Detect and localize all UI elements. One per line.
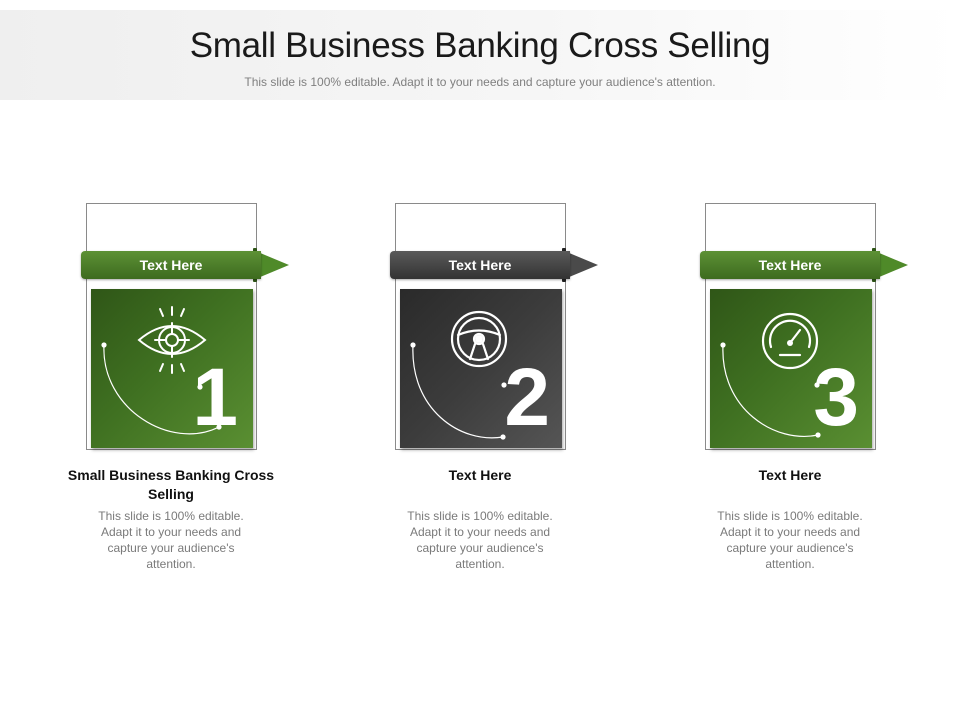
- card-title-line: Text Here: [448, 467, 512, 483]
- step-card-2: Text Here 2 Text Here This slide is 100%…: [365, 0, 598, 720]
- steering-wheel-icon: [450, 310, 508, 368]
- step-card-3: Text Here 3 Text Here This slide is 100%…: [675, 0, 908, 720]
- step-ribbon: Text Here: [390, 251, 570, 279]
- panel-decoration: [720, 342, 821, 438]
- card-title-line: Text Here: [758, 467, 822, 483]
- step-ribbon: Text Here: [700, 251, 880, 279]
- card-description: This slide is 100% editable. Adapt it to…: [98, 509, 244, 571]
- card-title: Small Business Banking Cross Selling: [67, 467, 275, 502]
- step-number: 1: [192, 352, 238, 443]
- header-band: [0, 10, 960, 100]
- slide-title: Small Business Banking Cross Selling: [189, 26, 771, 65]
- card-title: Text Here: [675, 466, 905, 485]
- step-panel: [400, 289, 562, 448]
- panel-decoration: [101, 342, 222, 435]
- slide-subtitle: This slide is 100% editable. Adapt it to…: [244, 75, 716, 89]
- step-number: 2: [504, 352, 550, 443]
- panel-decoration: [410, 342, 507, 440]
- step-number: 3: [813, 352, 859, 443]
- card-description: This slide is 100% editable. Adapt it to…: [407, 509, 553, 571]
- step-ribbon: Text Here: [81, 251, 261, 279]
- card-description: This slide is 100% editable. Adapt it to…: [717, 509, 863, 571]
- eye-target-icon: [137, 306, 207, 374]
- card-title: Text Here: [365, 466, 595, 485]
- step-card-1: Text Here 1 Small Business Banking Cross…: [56, 0, 289, 720]
- speedometer-icon: [761, 312, 819, 370]
